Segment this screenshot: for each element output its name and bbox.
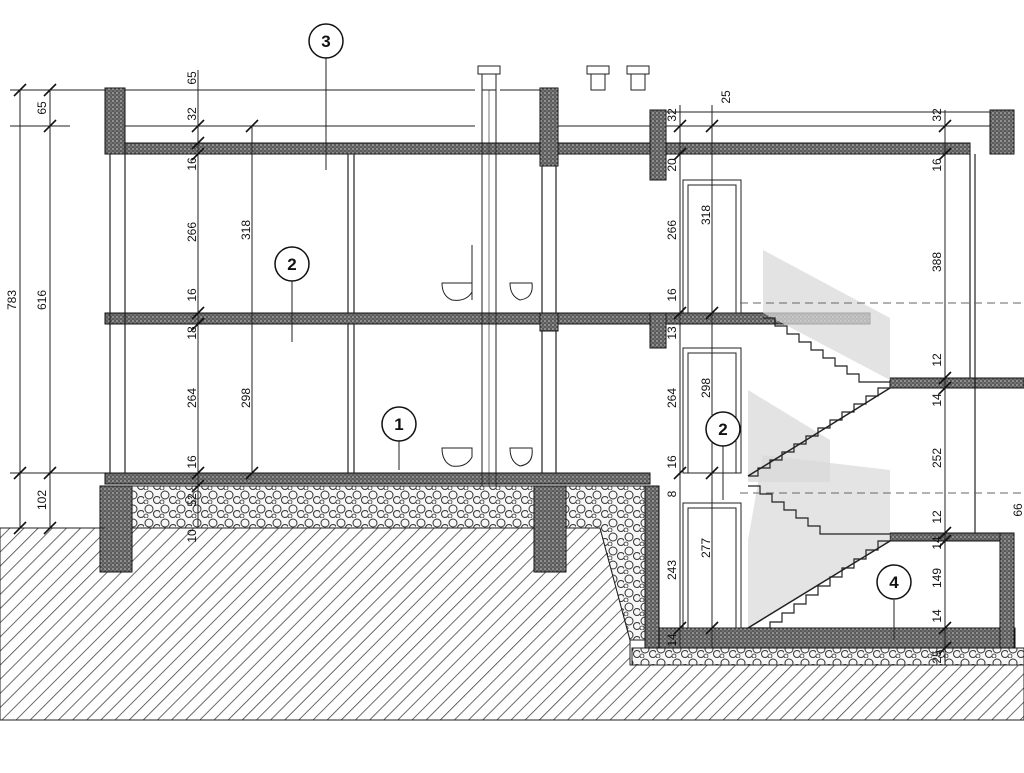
dim-clear-upper: 318 xyxy=(239,220,253,240)
dim-bottom-102: 102 xyxy=(35,490,49,510)
callout-3: 3 xyxy=(308,23,344,59)
col-c-dimensions: 32 16 388 12 14 252 12 14 149 14 25 66 xyxy=(930,108,1024,664)
partition-walls xyxy=(109,154,976,533)
dim-c-9: 14 xyxy=(930,609,944,623)
dim-b-5: 264 xyxy=(665,388,679,408)
parapet-lines xyxy=(125,89,990,127)
dim-a-8: 52 xyxy=(185,493,199,507)
dim-b-4: 13 xyxy=(665,326,679,340)
dim-c-6: 12 xyxy=(930,510,944,524)
dim-c-1: 16 xyxy=(930,158,944,172)
earth-hatch xyxy=(0,527,1024,721)
dim-c-0: 32 xyxy=(930,108,944,122)
dim-b-clear-ground: 298 xyxy=(699,378,713,398)
svg-text:4: 4 xyxy=(889,573,899,592)
dim-c-5: 252 xyxy=(930,448,944,468)
roof-vents xyxy=(477,65,650,91)
dim-a-7: 16 xyxy=(185,455,199,469)
left-dimensions: 783 616 65 102 xyxy=(5,101,49,510)
dim-b-6: 16 xyxy=(665,455,679,469)
svg-text:3: 3 xyxy=(321,32,330,51)
svg-text:2: 2 xyxy=(718,420,727,439)
toilets xyxy=(441,245,533,467)
dim-b-3: 16 xyxy=(665,288,679,302)
dim-a-6: 264 xyxy=(185,388,199,408)
floor-slabs xyxy=(104,142,1024,649)
dimension-ticks xyxy=(13,83,952,655)
dim-b-1: 20 xyxy=(665,158,679,172)
dim-b-clear-upper: 318 xyxy=(699,205,713,225)
dim-b-7: 8 xyxy=(665,490,679,497)
callout-2-upper: 2 xyxy=(274,246,310,282)
svg-text:1: 1 xyxy=(394,415,403,434)
dim-far-right: 66 xyxy=(1011,503,1024,517)
dim-c-4: 14 xyxy=(930,393,944,407)
dim-a-9: 10 xyxy=(185,529,199,543)
col-a-dimensions: 65 32 16 266 16 18 264 16 52 10 318 298 xyxy=(185,71,253,543)
dim-b-2: 266 xyxy=(665,220,679,240)
dim-b-clear-basement: 277 xyxy=(699,538,713,558)
dim-a-5: 18 xyxy=(185,326,199,340)
dim-a-1: 32 xyxy=(185,107,199,121)
dim-clear-ground: 298 xyxy=(239,388,253,408)
dim-a-0: 65 xyxy=(185,71,199,85)
callout-4: 4 xyxy=(876,564,912,600)
stairs xyxy=(747,250,891,629)
dim-b-0: 32 xyxy=(665,108,679,122)
dim-c-2: 388 xyxy=(930,252,944,272)
walls xyxy=(104,87,1015,649)
svg-text:2: 2 xyxy=(287,255,296,274)
callout-leaders xyxy=(291,58,895,640)
vertical-shaft xyxy=(481,90,497,486)
gravel-beds xyxy=(121,485,1024,666)
callout-2-stair: 2 xyxy=(705,411,741,447)
dim-c-3: 12 xyxy=(930,353,944,367)
footings xyxy=(99,485,567,573)
dim-total-783: 783 xyxy=(5,290,19,310)
dim-a-4: 16 xyxy=(185,288,199,302)
col-b-dimensions: 32 20 266 16 13 264 16 8 243 14 318 298 … xyxy=(665,90,733,647)
dim-a-2: 16 xyxy=(185,157,199,171)
dim-top-65: 65 xyxy=(35,101,49,115)
level-lines xyxy=(740,302,1024,494)
dim-b-8: 243 xyxy=(665,560,679,580)
dim-upper-616: 616 xyxy=(35,290,49,310)
dim-b-9: 14 xyxy=(665,633,679,647)
dim-c-7: 14 xyxy=(930,536,944,550)
dim-c-8: 149 xyxy=(930,568,944,588)
callout-1: 1 xyxy=(381,406,417,442)
dim-c-10: 25 xyxy=(930,650,944,664)
dim-a-3: 266 xyxy=(185,222,199,242)
dim-top-right-25: 25 xyxy=(719,90,733,104)
